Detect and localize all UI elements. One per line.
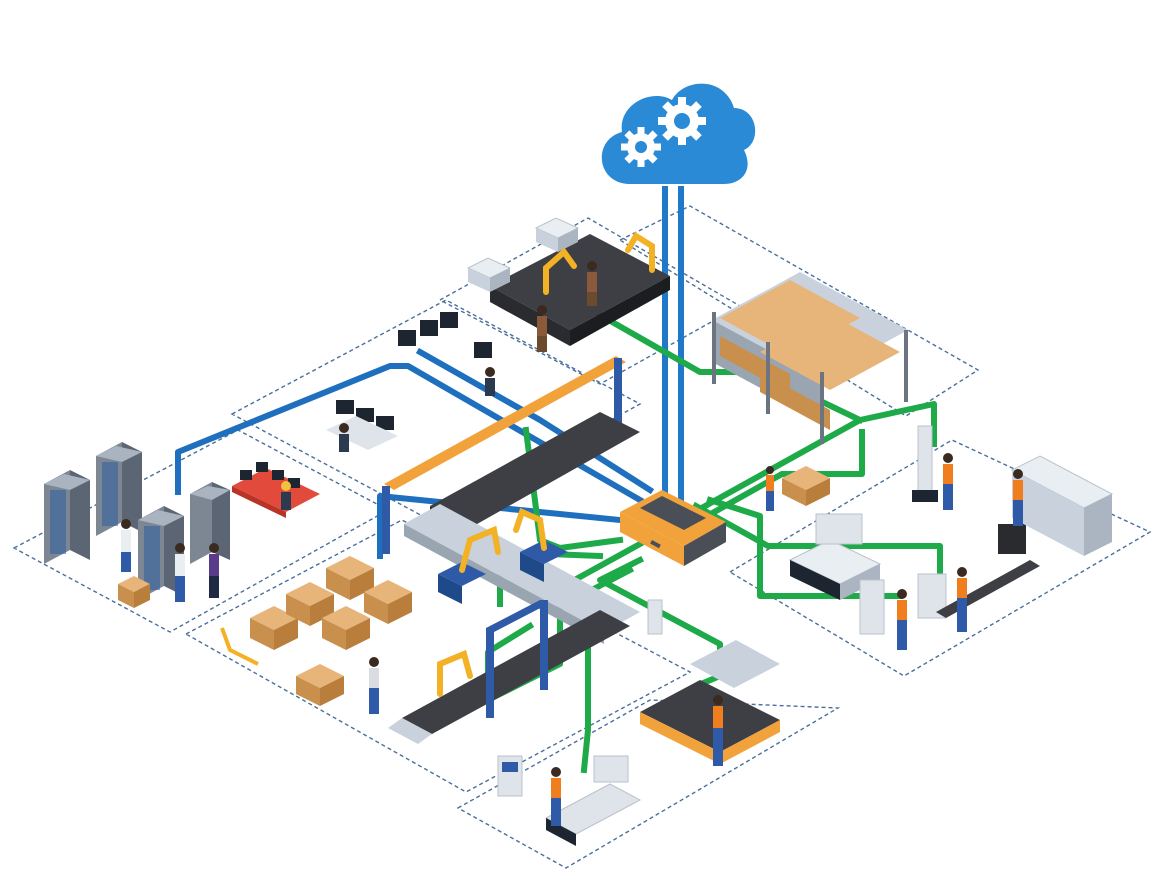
pallet-boxes-icon — [782, 466, 830, 506]
warehouse — [712, 272, 908, 506]
pallet-boxes-icon — [326, 556, 374, 600]
machining-area — [766, 425, 1114, 650]
drill-press — [912, 425, 938, 502]
fabrication-area — [497, 599, 780, 846]
robot-station — [438, 525, 501, 604]
zone-control-room — [230, 299, 642, 521]
worker-icon — [121, 519, 131, 572]
zone-fabrication — [456, 699, 841, 869]
pallet-jack — [220, 627, 259, 666]
monitor-bank — [398, 312, 492, 358]
lathe — [936, 524, 1040, 618]
machine-box — [534, 217, 580, 252]
pallet-boxes-icon — [296, 664, 344, 706]
milling-machine — [859, 573, 947, 635]
worker-icon — [281, 481, 291, 510]
operator-desk-red — [232, 462, 320, 518]
edge-gateway-icon — [620, 490, 726, 566]
worker-icon — [1013, 469, 1023, 526]
worker-icon — [713, 695, 723, 766]
zone-machining — [728, 439, 1152, 677]
pallet-area — [220, 556, 412, 714]
worker-icon — [957, 567, 967, 632]
worker-icon — [943, 453, 953, 510]
server-rack-icon — [138, 506, 184, 600]
data-center — [44, 442, 230, 608]
robot-station — [513, 507, 568, 582]
gear-large-icon — [658, 97, 706, 145]
server-rack-icon — [96, 442, 142, 536]
robot-cell — [466, 217, 670, 352]
robot-arm-icon — [437, 649, 473, 697]
robot-arm-icon — [543, 247, 577, 295]
press-brake — [640, 640, 780, 764]
network-blue — [175, 347, 655, 559]
gear-small-icon — [621, 127, 661, 167]
control-room — [232, 312, 495, 518]
worker-icon — [587, 261, 597, 306]
server-rack-icon — [44, 470, 90, 564]
robot-arm-icon — [513, 507, 547, 551]
worker-icon — [369, 657, 379, 714]
pallet-boxes-icon — [286, 582, 334, 626]
robot-arm-icon — [625, 231, 655, 273]
laser-cutter — [1010, 455, 1114, 556]
box-stack — [118, 576, 150, 608]
worker-icon — [485, 367, 495, 396]
monitor-bank — [326, 400, 398, 450]
worker-icon — [537, 305, 547, 352]
pallet-boxes-icon — [364, 580, 412, 624]
cloud-gears-icon — [601, 83, 756, 184]
worker-icon — [551, 767, 561, 826]
worker-icon — [209, 543, 219, 598]
robot-arm-icon — [459, 525, 501, 573]
assembly-cell — [437, 600, 548, 718]
machine-box — [466, 257, 512, 292]
worker-icon — [766, 466, 774, 511]
worker-icon — [339, 423, 349, 452]
zone-assembly-line — [184, 519, 692, 793]
worker-icon — [897, 589, 907, 650]
control-kiosk — [497, 755, 523, 797]
pallet-boxes-icon — [322, 606, 370, 650]
control-kiosk — [647, 599, 663, 635]
worker-icon — [175, 543, 185, 602]
server-rack-icon — [190, 482, 230, 564]
